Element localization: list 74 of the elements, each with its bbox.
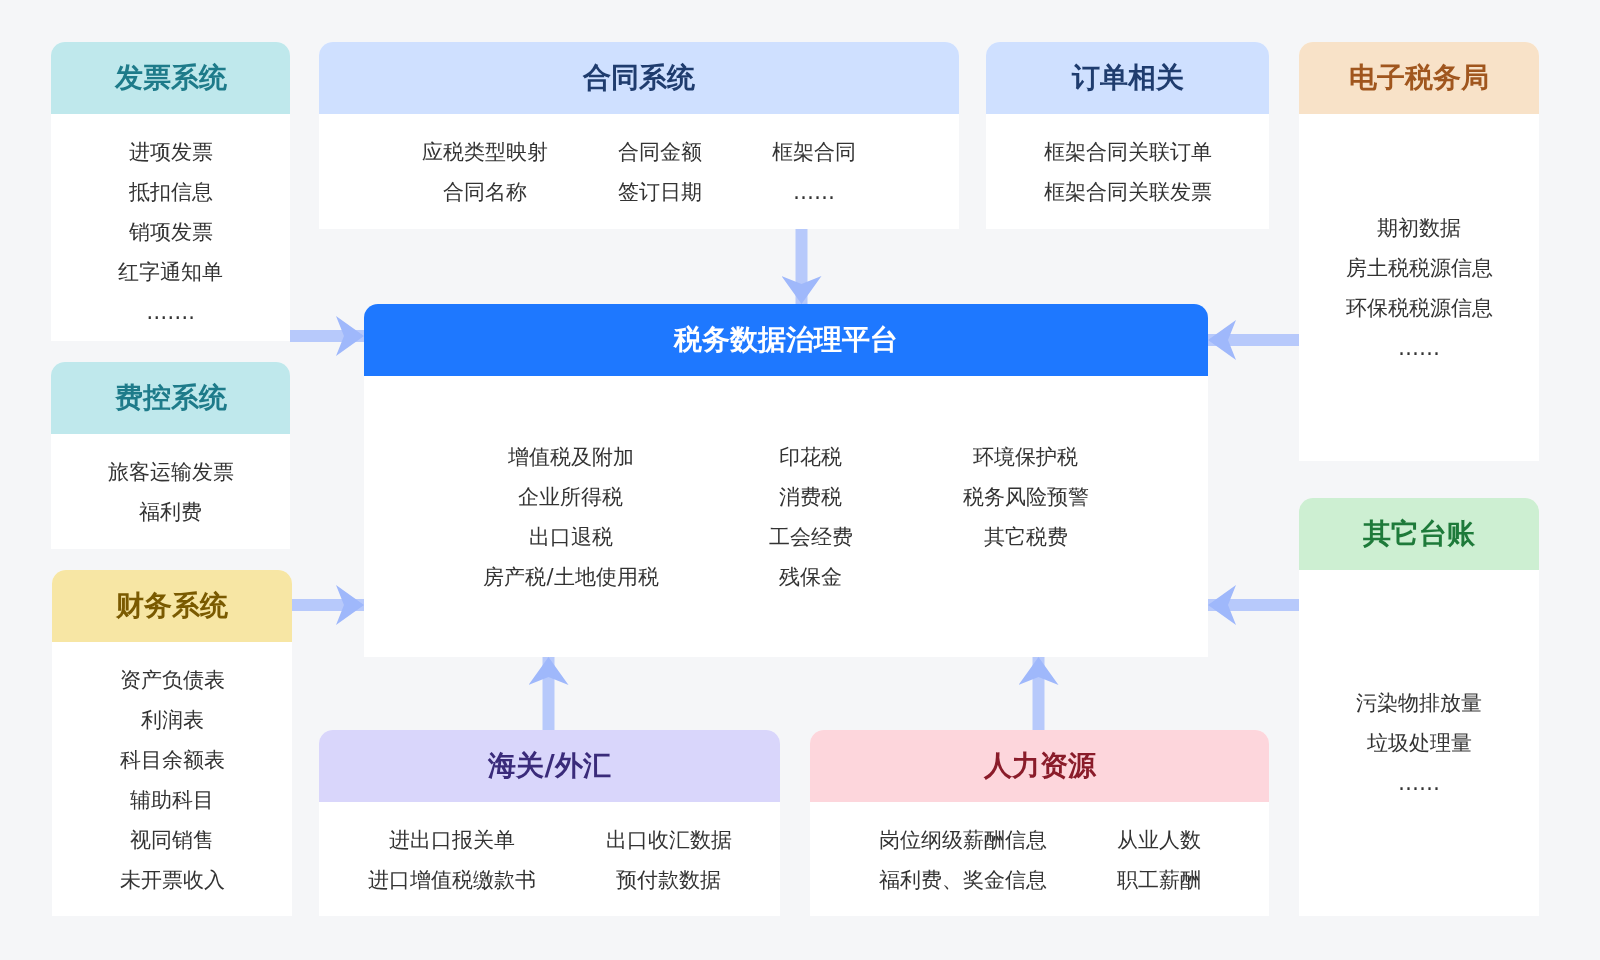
list-item: 期初数据 [1377,214,1461,242]
list-item: 污染物排放量 [1356,690,1482,717]
list-item: 出口收汇数据 [605,827,732,854]
list-item: 应税类型映射 [422,139,548,166]
list-item: 增值税及附加 [508,443,634,471]
source-card [1299,42,1539,461]
source-card [319,730,780,916]
card-header: 电子税务局 [1299,42,1539,114]
list-item: 工会经费 [768,523,853,551]
arrow [781,229,822,304]
list-item: 印花税 [779,443,843,471]
list-item: 辅助科目 [130,787,214,814]
source-card [51,362,290,549]
source-card [1299,498,1539,916]
list-item: 资产负债表 [119,667,225,694]
list-item: 职工薪酬 [1116,867,1201,894]
card-header: 其它台账 [1299,498,1539,570]
list-item: 科目余额表 [119,747,225,774]
arrow [1208,585,1299,625]
card-header: 发票系统 [51,42,290,114]
arrow [528,657,569,730]
list-item: 红字通知单 [118,259,223,286]
list-item: 进出口报关单 [388,827,515,854]
arrow [290,316,364,356]
arrow [1208,320,1299,360]
list-item: ……. [146,299,195,326]
list-item: …… [1398,334,1440,362]
card-header: 人力资源 [810,730,1269,802]
list-item: 福利费、奖金信息 [878,867,1047,894]
list-item: …… [793,179,835,206]
platform-card [364,304,1208,657]
source-card [810,730,1269,916]
list-item: 进项发票 [128,139,213,166]
list-item: 签订日期 [618,179,702,206]
source-card [52,570,292,916]
card-header: 税务数据治理平台 [364,304,1208,376]
list-item: 房土税税源信息 [1345,254,1493,282]
list-item: 房产税/土地使用税 [483,563,659,591]
list-item: 框架合同关联发票 [1043,179,1212,206]
list-item: 企业所得税 [518,483,624,511]
source-card [319,42,959,229]
list-item: 岗位纲级薪酬信息 [878,827,1047,854]
card-header: 财务系统 [52,570,292,642]
source-card [986,42,1269,229]
list-item: 合同金额 [618,139,702,166]
list-item: 福利费 [139,499,202,526]
list-item: 残保金 [779,563,843,591]
list-item: 利润表 [140,707,204,734]
list-item: 视同销售 [130,827,214,854]
list-item: 垃圾处理量 [1366,730,1472,757]
list-item: 环境保护税 [973,443,1079,471]
list-item: 未开票收入 [119,867,225,894]
arrow [1018,657,1059,730]
list-item: 消费税 [779,483,843,511]
arrow [292,585,364,625]
list-item: 旅客运输发票 [107,459,234,486]
list-item: 其它税费 [983,523,1068,551]
card-header: 合同系统 [319,42,959,114]
list-item: 出口退税 [529,523,613,551]
source-card [51,42,290,341]
card-header: 海关/外汇 [319,730,780,802]
list-item: 预付款数据 [616,867,721,894]
list-item: 税务风险预警 [962,483,1089,511]
card-header: 订单相关 [986,42,1269,114]
card-header: 费控系统 [51,362,290,434]
list-item: 合同名称 [443,179,527,206]
list-item: 框架合同 [772,139,856,166]
list-item: 框架合同关联订单 [1043,139,1212,166]
list-item: 销项发票 [128,219,213,246]
list-item: 环保税税源信息 [1345,294,1493,322]
list-item: 抵扣信息 [128,179,213,206]
list-item: …… [1398,770,1440,797]
list-item: 进口增值税缴款书 [367,867,536,894]
list-item: 从业人数 [1116,827,1201,854]
